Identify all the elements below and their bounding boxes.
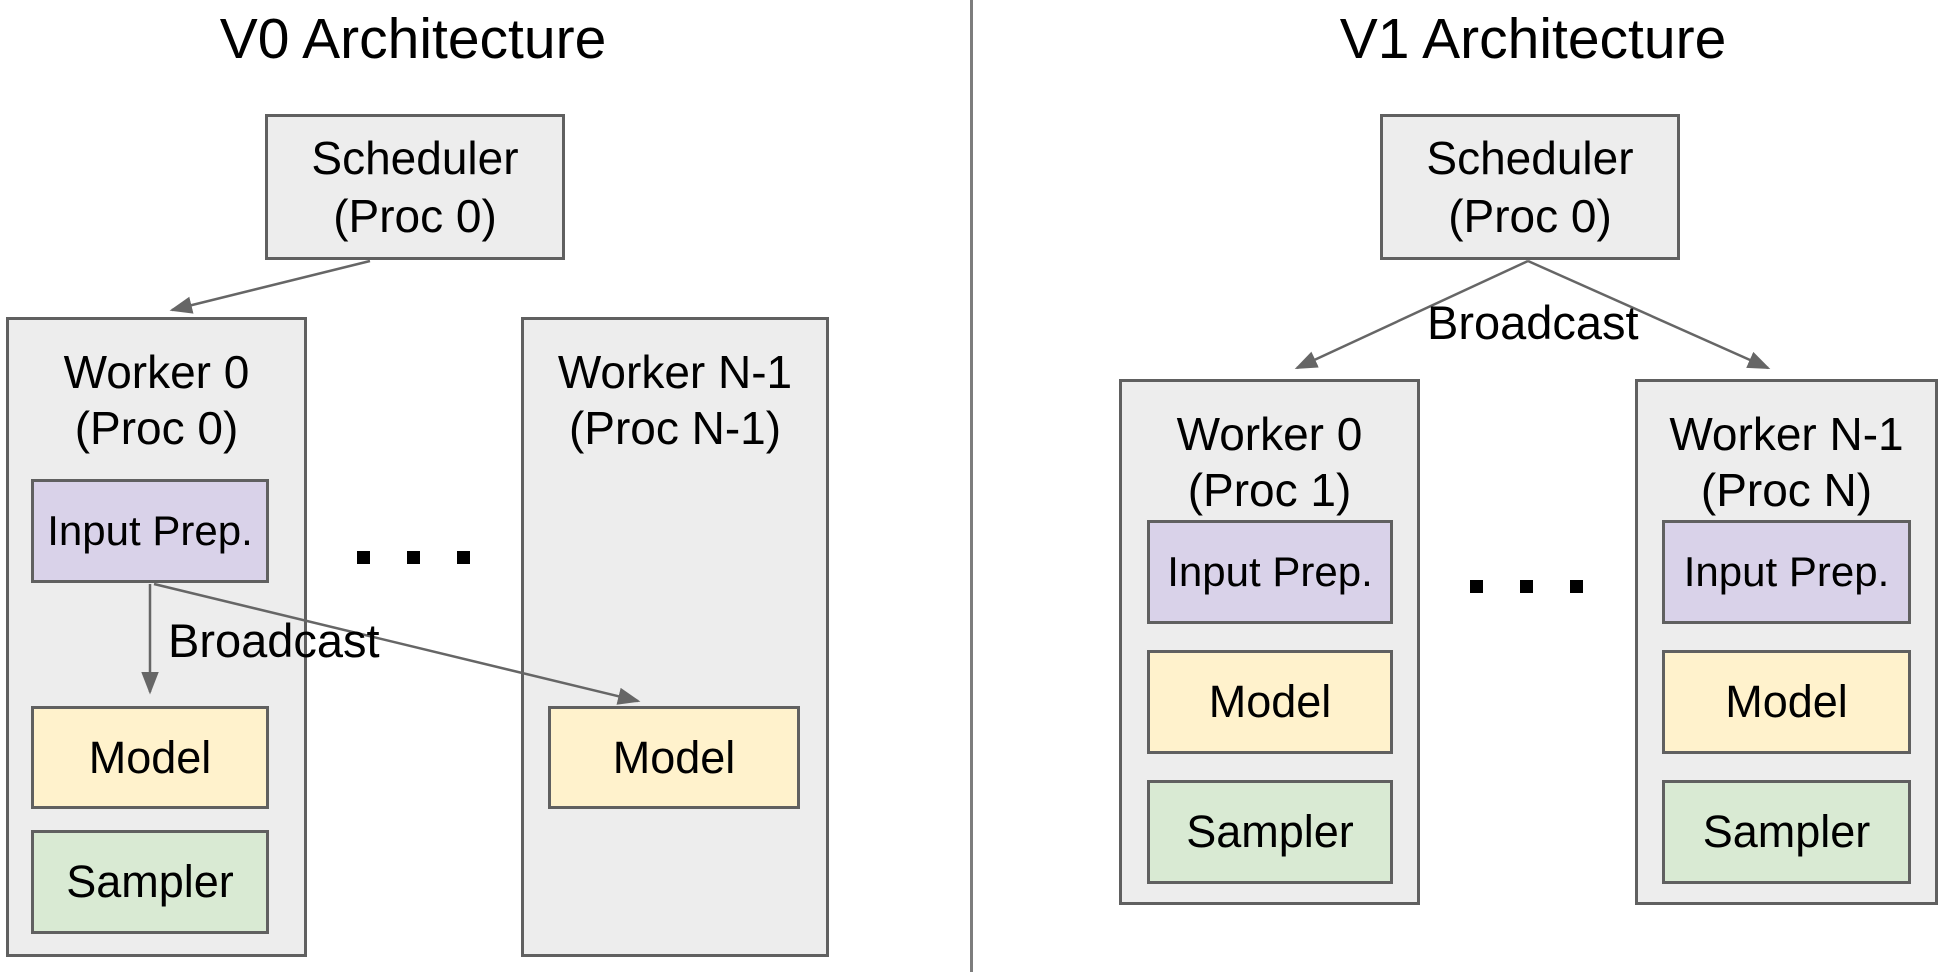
v0-workerN-title: Worker N-1 (Proc N-1): [524, 344, 826, 456]
v1-worker0-sampler-label: Sampler: [1186, 806, 1354, 857]
v1-worker0-model-label: Model: [1208, 676, 1332, 727]
v0-worker0-input-prep-box: Input Prep.: [31, 479, 269, 583]
v0-ellipsis-dot: [457, 551, 470, 564]
v1-worker0-model-box: Model: [1147, 650, 1393, 754]
v1-scheduler-box: Scheduler (Proc 0): [1380, 114, 1680, 260]
v1-ellipsis-dot: [1470, 580, 1483, 593]
panel-divider: [970, 0, 973, 972]
v1-worker0-line1: Worker 0: [1176, 408, 1363, 460]
v0-worker0-sampler-label: Sampler: [66, 856, 234, 907]
v1-workerN-input-prep-box: Input Prep.: [1662, 520, 1911, 624]
v1-workerN-model-box: Model: [1662, 650, 1911, 754]
v0-worker0-model-box: Model: [31, 706, 269, 809]
v0-workerN-model-label: Model: [612, 731, 736, 783]
v0-scheduler-line1: Scheduler: [311, 132, 519, 184]
v0-worker0-sampler-box: Sampler: [31, 830, 269, 934]
v1-broadcast-label: Broadcast: [1427, 296, 1639, 349]
v1-workerN-model-label: Model: [1725, 676, 1848, 727]
v1-worker0-input-prep-label: Input Prep.: [1167, 548, 1373, 595]
v1-workerN-line2: (Proc N): [1700, 464, 1873, 516]
v0-worker0-input-prep-label: Input Prep.: [47, 507, 253, 554]
v0-worker0-line2: (Proc 0): [74, 402, 239, 454]
v1-worker0-title: Worker 0 (Proc 1): [1122, 406, 1417, 518]
v0-ellipsis-dot: [357, 551, 370, 564]
v1-worker0-line2: (Proc 1): [1187, 464, 1352, 516]
v1-ellipsis-dot: [1520, 580, 1533, 593]
v0-title: V0 Architecture: [219, 7, 607, 71]
v1-scheduler-line1: Scheduler: [1426, 132, 1634, 184]
v0-worker0-model-label: Model: [88, 731, 212, 783]
v1-ellipsis-dots: [1470, 580, 1583, 593]
v0-scheduler-line2: (Proc 0): [333, 190, 497, 242]
v0-scheduler-to-worker0-arrow: [169, 259, 371, 314]
v0-scheduler-box: Scheduler (Proc 0): [265, 114, 565, 260]
v1-workerN-title: Worker N-1 (Proc N): [1638, 406, 1935, 518]
v1-workerN-input-prep-label: Input Prep.: [1683, 548, 1890, 595]
v0-workerN-line2: (Proc N-1): [568, 402, 782, 454]
v0-workerN-box: Worker N-1 (Proc N-1): [521, 317, 829, 957]
v1-workerN-line1: Worker N-1: [1669, 408, 1904, 460]
v0-workerN-model-box: Model: [548, 706, 800, 809]
v0-ellipsis-dots: [357, 551, 470, 564]
v0-worker0-line1: Worker 0: [63, 346, 250, 398]
v0-broadcast-label: Broadcast: [168, 614, 380, 667]
v0-workerN-line1: Worker N-1: [557, 346, 793, 398]
v1-scheduler-line2: (Proc 0): [1448, 190, 1612, 242]
v1-ellipsis-dot: [1570, 580, 1583, 593]
v1-workerN-sampler-box: Sampler: [1662, 780, 1911, 884]
v1-worker0-sampler-box: Sampler: [1147, 780, 1393, 884]
v0-ellipsis-dot: [407, 551, 420, 564]
v1-worker0-input-prep-box: Input Prep.: [1147, 520, 1393, 624]
v1-workerN-sampler-label: Sampler: [1702, 806, 1871, 857]
v0-worker0-title: Worker 0 (Proc 0): [9, 344, 304, 456]
v1-title: V1 Architecture: [1339, 7, 1727, 71]
